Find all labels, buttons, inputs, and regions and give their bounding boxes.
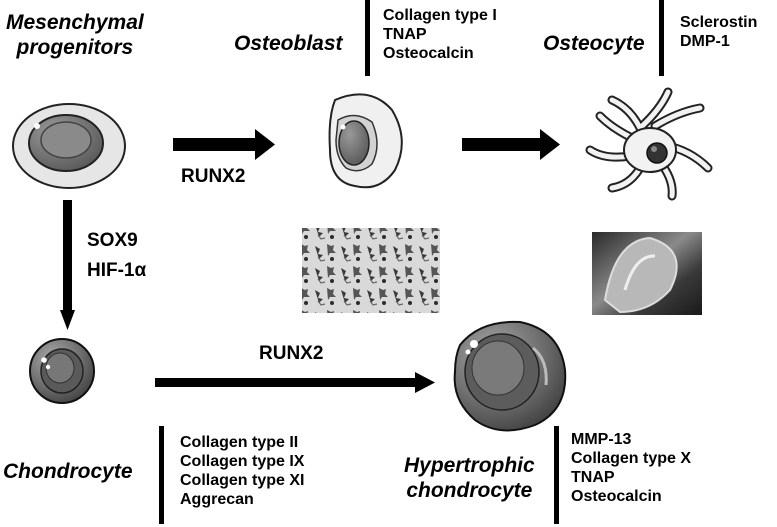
hypertrophic-label-line1: Hypertrophic xyxy=(404,454,535,477)
runx2-osteoblast-label: RUNX2 xyxy=(181,166,246,187)
osteocyte-label: Osteocyte xyxy=(543,32,645,55)
marker-item: Aggrecan xyxy=(180,491,254,508)
progenitor-cell-icon xyxy=(12,103,126,189)
marker-item: Osteocalcin xyxy=(383,45,474,62)
marker-item: Collagen type II xyxy=(180,434,299,451)
chondrocyte-factors: SOX9 HIF-1α xyxy=(87,229,146,282)
osteoblast-cell-icon xyxy=(328,93,403,189)
marker-item: Sclerostin xyxy=(680,14,758,31)
sox9-label: SOX9 xyxy=(87,230,138,251)
marker-item: DMP-1 xyxy=(680,33,730,50)
chondrocyte-marker-bar xyxy=(159,426,164,524)
marker-item: TNAP xyxy=(571,469,615,486)
hypertrophic-label: Hypertrophic chondrocyte xyxy=(404,453,535,503)
runx2-hypertrophic-label: RUNX2 xyxy=(259,343,324,364)
osteoblast-marker-bar xyxy=(365,0,370,76)
progenitor-label: Mesenchymal progenitors xyxy=(6,10,144,60)
hypertrophic-label-line2: chondrocyte xyxy=(406,479,533,502)
marker-item: Collagen type I xyxy=(383,7,497,24)
arrow-chondrocyte-to-hypertrophic xyxy=(155,372,435,393)
chondrocyte-cell-icon xyxy=(29,338,95,404)
osteoblast-histology-image xyxy=(302,228,440,313)
osteocyte-histology-image xyxy=(592,232,702,315)
osteoblast-markers: Collagen type I TNAP Osteocalcin xyxy=(383,6,497,63)
progenitor-label-line2: progenitors xyxy=(16,36,134,59)
osteocyte-cell-icon xyxy=(585,87,713,201)
hypertrophic-marker-bar xyxy=(554,426,559,524)
hypertrophic-chondrocyte-cell-icon xyxy=(453,320,567,432)
marker-item: Collagen type XI xyxy=(180,472,305,489)
marker-item: TNAP xyxy=(383,26,427,43)
arrow-osteoblast-to-osteocyte xyxy=(462,129,560,160)
osteoblast-label: Osteoblast xyxy=(234,32,343,55)
chondrocyte-markers: Collagen type II Collagen type IX Collag… xyxy=(180,433,304,509)
osteocyte-markers: Sclerostin DMP-1 xyxy=(680,13,757,51)
osteocyte-marker-bar xyxy=(659,0,664,76)
hif1a-label: HIF-1α xyxy=(87,260,147,281)
arrow-progenitor-to-chondrocyte xyxy=(60,200,75,330)
marker-item: Osteocalcin xyxy=(571,488,662,505)
hypertrophic-markers: MMP-13 Collagen type X TNAP Osteocalcin xyxy=(571,430,691,506)
marker-item: Collagen type IX xyxy=(180,453,305,470)
progenitor-label-line1: Mesenchymal xyxy=(6,11,144,34)
marker-item: Collagen type X xyxy=(571,450,692,467)
chondrocyte-label: Chondrocyte xyxy=(3,460,133,483)
marker-item: MMP-13 xyxy=(571,431,632,448)
arrow-progenitor-to-osteoblast xyxy=(173,129,275,160)
